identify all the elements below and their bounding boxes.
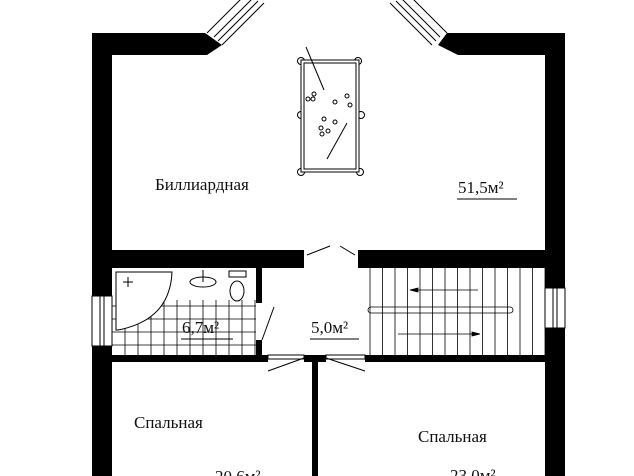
room-area-bedroom-right: 23,0м² — [450, 466, 496, 476]
side-windows — [91, 287, 566, 347]
bathtub-icon — [115, 271, 173, 331]
room-name-bedroom-right: Спальная — [418, 427, 487, 446]
staircase — [367, 268, 546, 355]
billiard-table-icon — [297, 46, 365, 176]
room-area-hall: 5,0м² — [311, 318, 348, 337]
interior-walls — [92, 250, 565, 476]
outer-walls — [92, 33, 565, 476]
sink-icon — [189, 270, 217, 288]
room-area-bathroom: 6,7м² — [182, 318, 219, 337]
room-area-billiard: 51,5м² — [458, 178, 504, 197]
room-area-bedroom-left: 20,6м² — [215, 467, 261, 476]
room-name-bedroom-left: Спальная — [134, 413, 203, 432]
room-name-billiard: Биллиардная — [155, 175, 249, 194]
bay-windows — [206, 0, 448, 46]
doors — [261, 245, 366, 372]
toilet-icon — [228, 270, 247, 302]
